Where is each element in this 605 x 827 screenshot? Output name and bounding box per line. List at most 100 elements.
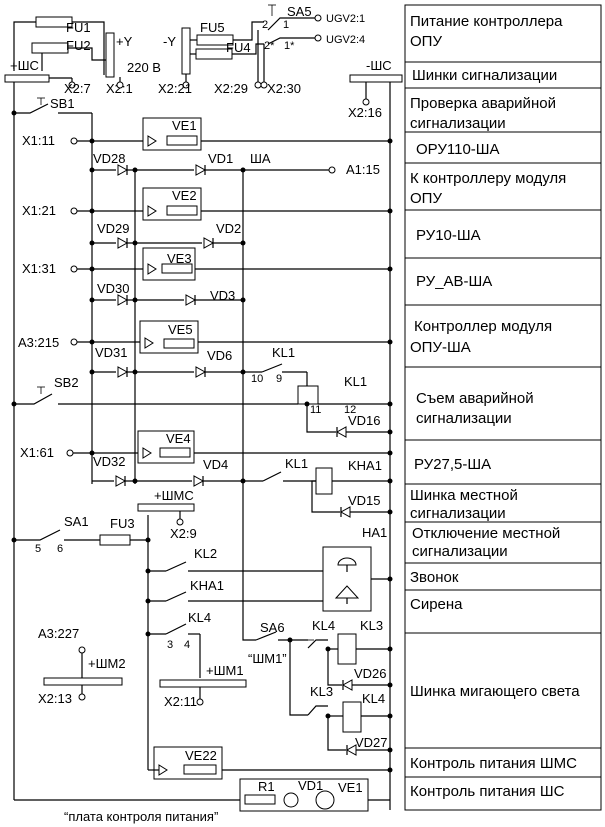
terminal-x216: [362, 98, 370, 106]
row-x111: X1:11 VE1 VD28 VD1 A1:15 ША: [22, 117, 390, 485]
plus-shms-bus: [137, 503, 195, 512]
sa1-label: SA1: [64, 514, 89, 529]
legend-row-10a: Шинка местной: [410, 487, 518, 504]
diode-vd26: [341, 679, 353, 691]
ve5-label: VE5: [168, 322, 193, 337]
power-board: R1 VD1 VE1 “плата контроля питания”: [64, 778, 390, 824]
x27-label: X2:7: [64, 81, 91, 96]
sw2-label: 2: [262, 19, 268, 31]
n9-label: 9: [276, 373, 282, 385]
sa5-label: SA5: [287, 4, 312, 19]
n4-label: 4: [184, 639, 190, 651]
diode-vd28: [117, 164, 129, 176]
a3215-label: A3:215: [18, 335, 59, 350]
x230-label: X2:30: [267, 81, 301, 96]
vd27-label: VD27: [355, 735, 388, 750]
legend-row-8a: Съем аварийной: [416, 390, 534, 407]
legend-row-3: ОРУ110-ША: [416, 141, 500, 158]
legend-table: Питание контроллера ОПУ Шинки сигнализац…: [404, 4, 602, 811]
shm2-group: A3:227 +ШМ2 X2:13: [38, 626, 126, 706]
minus-shc-bus: [349, 74, 403, 83]
x29-label: X2:9: [170, 526, 197, 541]
plus-y-label: +Y: [116, 34, 133, 49]
plus-shc-bus: [4, 74, 50, 83]
diode-vd4: [193, 475, 205, 487]
diode-vd2: [203, 237, 215, 249]
power-section: FU1 FU2 +Y 220 В X2:1 -Y FU5 FU4 X2:21 S…: [4, 4, 403, 810]
fu1-label: FU1: [66, 20, 91, 35]
sb1-switch: SB1: [14, 96, 92, 114]
vd1b-label: VD1: [298, 778, 323, 793]
legend-row-10b: сигнализации: [410, 505, 506, 522]
kl4coil-label: KL4: [362, 691, 385, 706]
terminal-x221: [182, 81, 190, 89]
row-x161: X1:61 VE4 VD32 VD4 KL1 KHA1 VD15: [20, 430, 390, 518]
x221-label: X2:21: [158, 81, 192, 96]
legend-row-16: Контроль питания ШС: [410, 783, 565, 800]
vd4-label: VD4: [203, 457, 228, 472]
legend-row-11a: Отключение местной: [412, 525, 560, 542]
diode-vd6: [195, 366, 207, 378]
shms-bus-group: +ШМС X2:9: [137, 488, 197, 541]
terminal-x211: [196, 698, 204, 706]
relay-kl1-coil: [297, 385, 319, 405]
diode-vd15: [339, 506, 351, 518]
fuse-fu3: [99, 534, 131, 546]
sha-label: ША: [250, 151, 271, 166]
kl4a-label: KL4: [188, 610, 211, 625]
vd1-label: VD1: [208, 151, 233, 166]
ugv24-label: UGV2:4: [326, 34, 365, 46]
vd30-label: VD30: [97, 281, 130, 296]
x229-label: X2:29: [214, 81, 248, 96]
x21-label: X2:1: [106, 81, 133, 96]
terminal-x229: [254, 81, 262, 89]
relay-kl3-coil: [337, 633, 357, 665]
vd28-label: VD28: [93, 151, 126, 166]
row-x131: X1:31 VE3 VD30 VD3: [22, 247, 390, 306]
legend-row-15: Контроль питания ШМС: [410, 755, 577, 772]
legend-row-1: Шинки сигнализации: [412, 67, 557, 84]
plus-shm2-bus: [43, 677, 123, 686]
kl1coil-label: KL1: [344, 374, 367, 389]
junctions: [11, 110, 393, 773]
kl1b-label: KL1: [285, 456, 308, 471]
legend-row-0b: ОПУ: [410, 33, 442, 50]
plus-shm2-label: +ШМ2: [88, 656, 126, 671]
fuse-fu2: [31, 42, 69, 54]
n12-label: 12: [344, 404, 356, 416]
terminal-x111: [70, 137, 78, 145]
sa6-label: SA6: [260, 620, 285, 635]
legend-row-2b: сигнализации: [410, 115, 506, 132]
legend-row-4b: ОПУ: [410, 190, 442, 207]
legend-row-6: РУ_АВ-ША: [416, 273, 492, 290]
vd26-label: VD26: [354, 666, 387, 681]
vd29-label: VD29: [97, 221, 130, 236]
relay-kha1-coil: [315, 467, 333, 495]
x211-label: X2:11: [164, 694, 197, 709]
terminal-a3215: [70, 338, 78, 346]
flash-section: SA6 “ШМ1” KL4 KL3 VD26 KL3 KL4 VD27: [242, 485, 390, 756]
terminal-x213: [78, 693, 86, 701]
led-ve4: [137, 430, 195, 464]
kl4b-label: KL4: [312, 618, 335, 633]
terminal-ugv24: [314, 34, 322, 42]
plus-shc-label: +ШС: [10, 58, 39, 73]
minus-y-label: -Y: [163, 34, 176, 49]
ve3-label: VE3: [167, 251, 192, 266]
x161-label: X1:61: [20, 445, 54, 460]
legend-row-0a: Питание контроллера: [410, 13, 563, 30]
sb2-label: SB2: [54, 375, 79, 390]
terminal-a3227: [78, 646, 86, 654]
board-label: “плата контроля питания”: [64, 809, 218, 824]
diode-vd3: [185, 294, 197, 306]
ve2-label: VE2: [172, 188, 197, 203]
x213-label: X2:13: [38, 691, 72, 706]
ve4-label: VE4: [166, 431, 191, 446]
row-x121: X1:21 VE2 VD29 VD2: [22, 187, 390, 249]
terminal-x121: [70, 207, 78, 215]
legend-row-7a: Контроллер модуля: [414, 318, 552, 335]
x111-label: X1:11: [22, 133, 55, 148]
kl2-label: KL2: [194, 546, 217, 561]
resistor-r1: [244, 794, 276, 805]
